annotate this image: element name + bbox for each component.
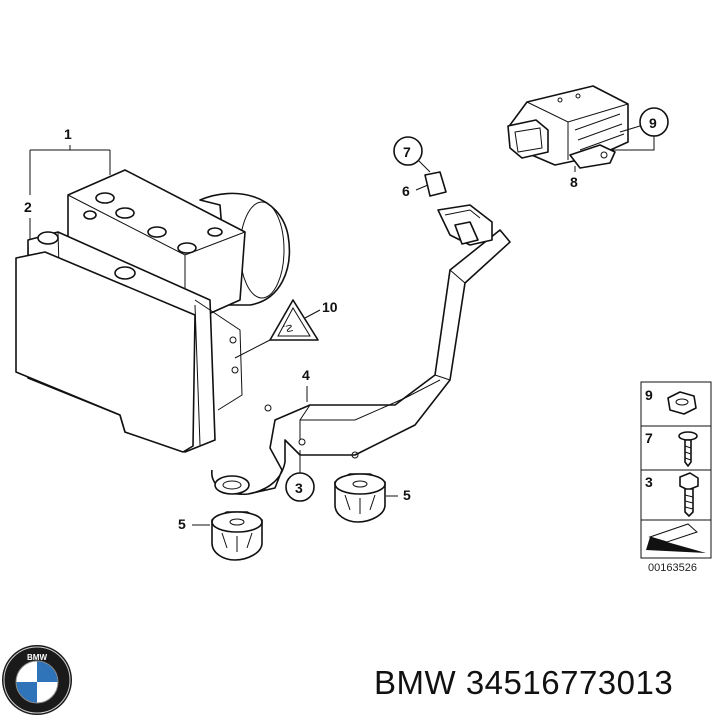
callout-6: 6 — [402, 183, 429, 199]
callout-7: 7 — [393, 136, 431, 173]
warning-label: ʹ☡ — [234, 299, 319, 359]
callout-5-right: 5 — [386, 487, 411, 503]
rubber-mount-right — [334, 473, 386, 523]
svg-text:8: 8 — [570, 174, 578, 190]
callout-2: 2 — [24, 199, 32, 240]
svg-text:2: 2 — [24, 199, 32, 215]
svg-text:ʹ☡: ʹ☡ — [283, 324, 294, 335]
fastener-legend: 9 7 3 — [640, 381, 712, 559]
sensor-connector — [424, 171, 493, 246]
svg-text:6: 6 — [402, 183, 410, 199]
legend-item-9: 9 — [645, 387, 653, 403]
svg-text:1: 1 — [64, 126, 72, 142]
callout-10: 10 — [304, 299, 338, 319]
callout-4: 4 — [302, 367, 310, 402]
hex-nut-icon — [667, 391, 697, 415]
svg-text:10: 10 — [322, 299, 338, 315]
callout-3: 3 — [285, 450, 315, 502]
svg-text:BMW: BMW — [27, 653, 47, 662]
bracket — [211, 229, 511, 495]
caption-part-number: 34516773013 — [465, 664, 674, 701]
svg-text:7: 7 — [403, 144, 411, 160]
rubber-mount-left — [211, 511, 263, 561]
screw-icon — [678, 431, 698, 467]
callout-9: 9 — [610, 107, 669, 151]
diagram-id: 00163526 — [648, 562, 697, 574]
sensor-module — [507, 85, 629, 169]
direction-arrow-icon — [646, 523, 706, 553]
svg-text:9: 9 — [649, 115, 657, 131]
callout-5-left: 5 — [178, 516, 210, 532]
svg-text:3: 3 — [295, 480, 303, 496]
hydraulic-unit — [15, 169, 291, 453]
svg-text:5: 5 — [403, 487, 411, 503]
bolt-icon — [679, 472, 699, 517]
callout-1: 1 — [29, 126, 111, 195]
svg-text:5: 5 — [178, 516, 186, 532]
legend-item-3: 3 — [645, 474, 653, 490]
svg-text:4: 4 — [302, 367, 310, 383]
callout-8: 8 — [570, 166, 578, 190]
part-caption: BMW 34516773013 — [374, 664, 673, 702]
legend-item-7: 7 — [645, 430, 653, 446]
caption-brand: BMW — [374, 664, 457, 701]
bmw-logo: BMW — [2, 645, 72, 715]
